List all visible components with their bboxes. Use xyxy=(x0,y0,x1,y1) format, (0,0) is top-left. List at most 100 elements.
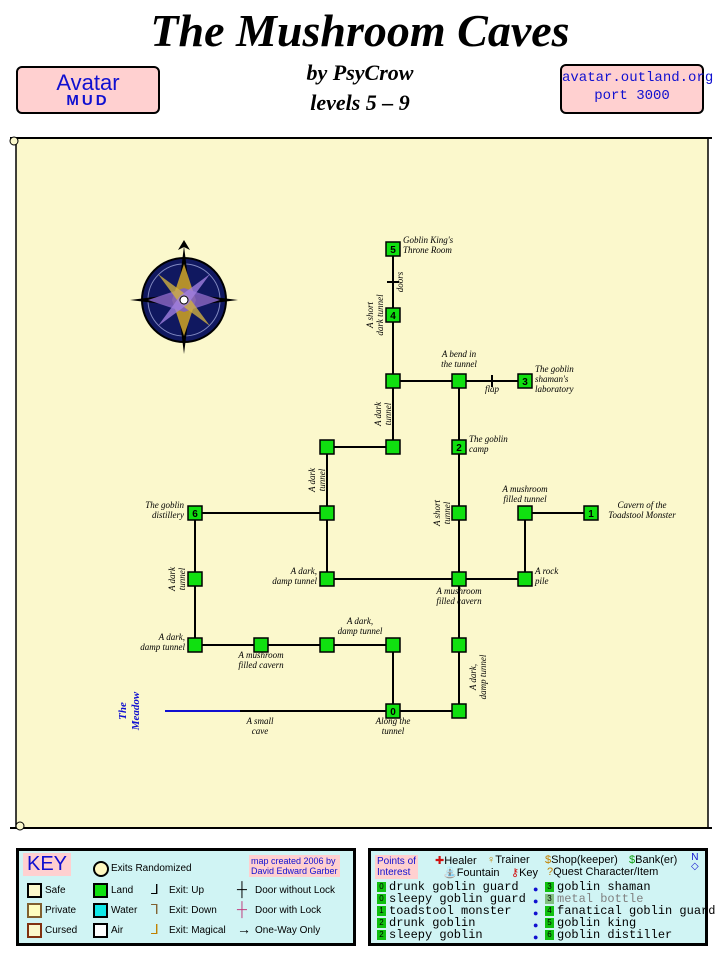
poi-num: 2 xyxy=(377,930,386,940)
randomized-circle-icon xyxy=(93,861,109,877)
poi-num: 3 xyxy=(545,894,554,904)
room-rdl[interactable] xyxy=(187,571,203,587)
room-square[interactable] xyxy=(451,703,467,719)
room-rddt[interactable] xyxy=(319,571,335,587)
room-square[interactable] xyxy=(253,637,269,653)
room-square[interactable] xyxy=(385,307,401,323)
poi-num: 0 xyxy=(377,882,386,892)
room-square[interactable] xyxy=(187,571,203,587)
private-swatch xyxy=(27,903,42,918)
room-rcross[interactable] xyxy=(319,505,335,521)
legend-healer: Healer xyxy=(444,855,477,867)
room-square[interactable] xyxy=(451,571,467,587)
room-square[interactable] xyxy=(517,373,533,389)
legend-quest: Quest Character/Item xyxy=(553,866,659,878)
room-square[interactable] xyxy=(319,439,335,455)
room-square[interactable] xyxy=(319,571,335,587)
key-cursed: Cursed xyxy=(45,925,78,936)
door-lock-icon: ┼ xyxy=(237,901,247,917)
room-rddt3[interactable] xyxy=(319,637,335,653)
room-number: 4 xyxy=(390,311,396,322)
room-r2[interactable]: 2 xyxy=(451,439,467,455)
poi-num: 6 xyxy=(545,930,554,940)
room-rmft[interactable] xyxy=(517,505,533,521)
poi-text: sleepy goblin guard xyxy=(389,892,526,906)
room-square[interactable] xyxy=(517,571,533,587)
room-rdt2[interactable] xyxy=(319,439,335,455)
room-square[interactable] xyxy=(319,505,335,521)
bank-icon: $ xyxy=(629,854,636,866)
room-r4[interactable]: 4 xyxy=(385,307,401,323)
north-indicator-icon: N◇ xyxy=(691,852,699,872)
room-rmfc2[interactable] xyxy=(253,637,269,653)
meadow-label-text: Meadow xyxy=(130,691,142,731)
room-square[interactable] xyxy=(187,505,203,521)
room-label: laboratory xyxy=(535,384,574,394)
room-square[interactable] xyxy=(385,703,401,719)
room-r1[interactable]: 1 xyxy=(583,505,599,521)
room-square[interactable] xyxy=(451,505,467,521)
healer-icon: ✚ xyxy=(435,855,445,867)
room-number: 3 xyxy=(522,377,528,388)
room-square[interactable] xyxy=(385,373,401,389)
room-square[interactable] xyxy=(385,637,401,653)
room-label: pile xyxy=(534,576,549,586)
path-label-ddt-v: A dark,damp tunnel xyxy=(468,654,488,699)
room-square[interactable] xyxy=(187,637,203,653)
poi-num: 2 xyxy=(377,918,386,928)
one-way-arrow-icon: → xyxy=(237,921,251,937)
room-number: 5 xyxy=(390,245,396,256)
room-rjoin[interactable] xyxy=(385,373,401,389)
room-number: 6 xyxy=(192,509,198,520)
avatar-mud-banner[interactable]: Avatar MUD xyxy=(16,66,160,114)
room-square[interactable] xyxy=(451,439,467,455)
safe-swatch xyxy=(27,883,42,898)
path-label-flap: flap xyxy=(485,384,500,394)
key-one-way: One-Way Only xyxy=(255,925,321,936)
poi-heading: Points of Interest xyxy=(375,855,418,879)
room-square[interactable] xyxy=(451,373,467,389)
room-r6[interactable]: 6 xyxy=(187,505,203,521)
path-label-text: damp tunnel xyxy=(478,654,488,699)
author-line: by PsyCrow xyxy=(306,60,414,85)
legend-trainer: Trainer xyxy=(495,854,530,866)
server-port: port 3000 xyxy=(594,88,670,104)
key-title: KEY xyxy=(23,853,72,876)
room-square[interactable] xyxy=(517,505,533,521)
server-banner[interactable]: avatar.outland.org port 3000 xyxy=(560,64,713,114)
room-rddt2[interactable] xyxy=(187,637,203,653)
poi-num: 5 xyxy=(545,918,554,928)
room-rddt5[interactable] xyxy=(451,637,467,653)
key-private: Private xyxy=(45,905,77,916)
path-label-text: A dark xyxy=(307,467,317,493)
poi-bullets: ●●●●● xyxy=(533,884,539,942)
poi-text: drunk goblin guard xyxy=(389,880,519,894)
room-square[interactable] xyxy=(583,505,599,521)
path-label-text: A short xyxy=(365,301,375,329)
room-rrock[interactable] xyxy=(517,571,533,587)
room-rdt[interactable] xyxy=(385,439,401,455)
room-square[interactable] xyxy=(451,637,467,653)
map-credit: map created 2006 by David Edward Garber xyxy=(249,855,340,877)
poi-num: 3 xyxy=(545,882,554,892)
room-square[interactable] xyxy=(385,439,401,455)
room-rbend[interactable] xyxy=(451,373,467,389)
room-square[interactable] xyxy=(319,637,335,653)
room-r3[interactable]: 3 xyxy=(517,373,533,389)
room-r0[interactable]: 0 xyxy=(385,703,401,719)
room-rshort[interactable] xyxy=(451,505,467,521)
path-label-text: doors xyxy=(395,271,405,292)
room-rmfc[interactable] xyxy=(451,571,467,587)
room-square[interactable] xyxy=(385,241,401,257)
room-rddt4[interactable] xyxy=(385,637,401,653)
air-swatch xyxy=(93,923,108,938)
room-r5[interactable]: 5 xyxy=(385,241,401,257)
room-rsmall[interactable] xyxy=(451,703,467,719)
